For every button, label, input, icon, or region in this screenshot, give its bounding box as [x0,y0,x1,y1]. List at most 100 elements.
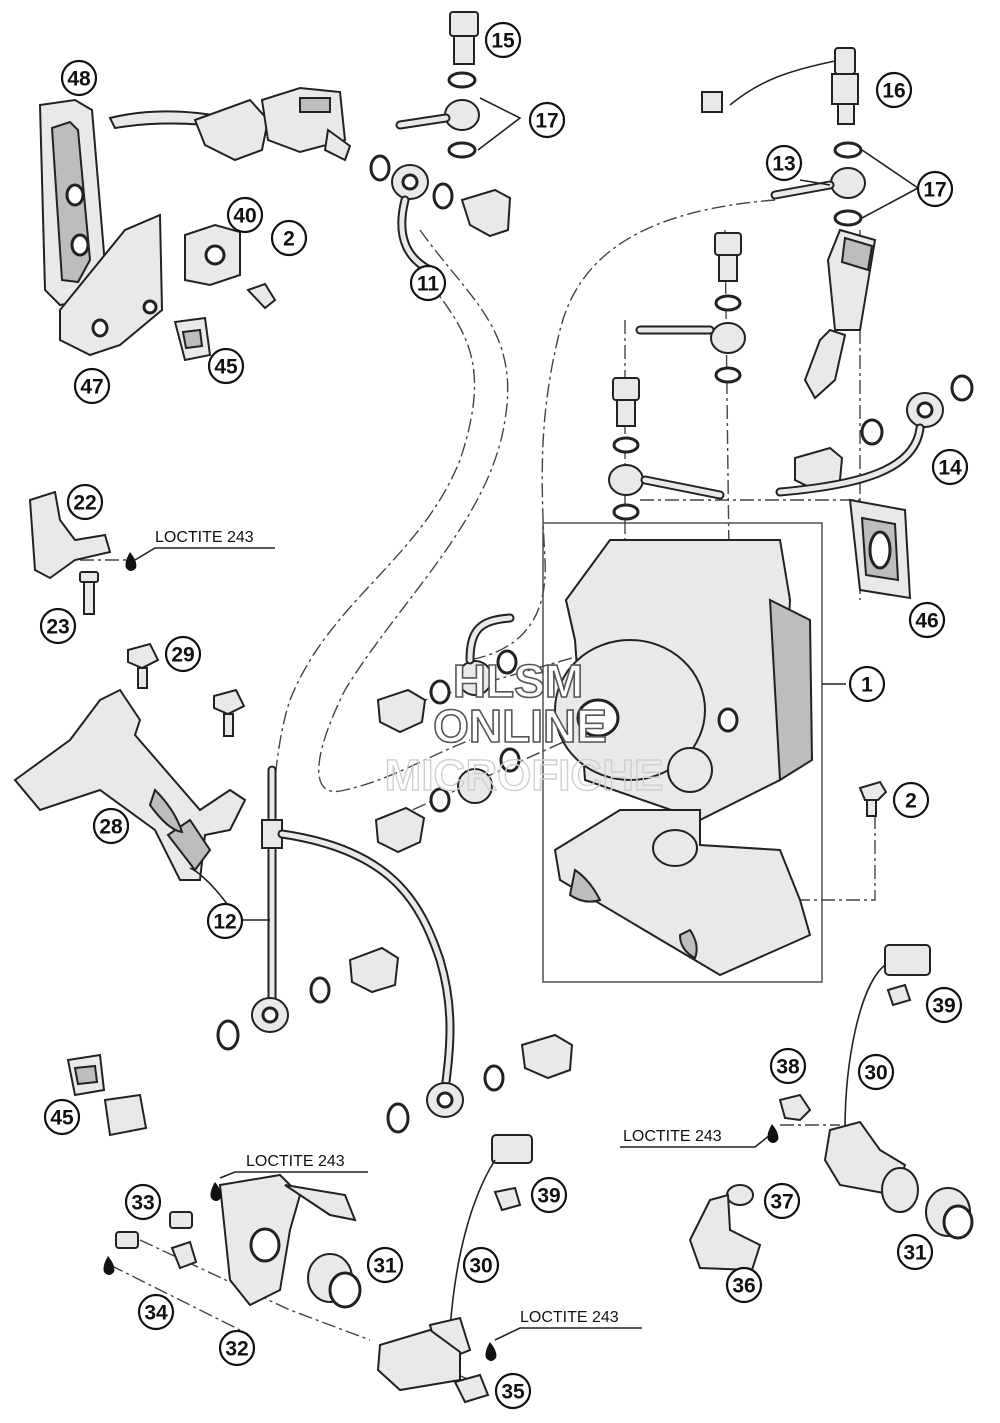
callout-39: 39 [925,986,963,1024]
bolt-38 [778,1093,812,1122]
callout-label: 16 [882,80,905,103]
callout-2: 2 [270,219,308,257]
callout-45: 45 [43,1098,81,1136]
callout-circle [896,1233,934,1271]
callout-label: 30 [864,1062,887,1085]
callout-17: 17 [916,170,954,208]
callout-16: 16 [875,71,913,109]
callout-circle [462,1246,500,1284]
callout-label: 30 [469,1255,492,1278]
front-sensor-bracket [376,1328,461,1392]
callout-circle [226,196,264,234]
callout-circle [137,1293,175,1331]
callout-circle [124,1183,162,1221]
loctite-label: LOCTITE 243 [623,1128,722,1145]
callout-45: 45 [207,347,245,385]
callout-circle [530,1176,568,1214]
callout-circle [765,144,803,182]
cable-holder-28 [13,688,247,881]
bracket-22 [28,490,112,580]
callout-label: 39 [537,1185,560,1208]
cable-clip-45-lower [66,1053,148,1137]
callout-label: 2 [283,228,295,251]
callout-33: 33 [124,1183,162,1221]
callout-label: 38 [776,1056,800,1079]
callout-23: 23 [39,607,77,645]
callout-label: 15 [491,30,515,53]
callout-circle [908,601,946,639]
callout-32: 32 [218,1329,256,1367]
callout-34: 34 [137,1293,175,1331]
abs-banjo-bolts-left [374,613,521,854]
callout-circle [528,101,566,139]
callout-38: 38 [769,1047,807,1085]
loctite-label: LOCTITE 243 [246,1153,345,1170]
callout-35: 35 [494,1372,532,1410]
callout-label: 14 [938,457,962,480]
callout-label: 29 [171,644,194,667]
callout-circle [916,170,954,208]
callout-circle [270,219,308,257]
callout-label: 45 [214,356,238,379]
callout-label: 31 [903,1242,927,1265]
callout-circle [73,367,111,405]
pressure-switch-16 [701,47,866,227]
watermark-line2: ONLINE [433,700,607,752]
watermark-line3: MICROFICHE [385,751,664,800]
callout-label: 47 [80,376,103,399]
callout-12: 12 [206,902,244,940]
callout-label: 12 [213,911,236,934]
callout-11: 11 [409,264,447,302]
callout-circle [892,781,930,819]
callout-36: 36 [725,1266,763,1304]
callout-label: 1 [861,674,873,697]
spacer-31-rear [925,1187,974,1240]
callout-circle [848,665,886,703]
callout-label: 34 [144,1302,168,1325]
abs-unit-1 [542,522,846,983]
callout-label: 13 [772,153,795,176]
callout-37: 37 [763,1182,801,1220]
sensor-holder-32 [218,1173,357,1307]
callout-30: 30 [462,1246,500,1284]
brake-line-12 [189,765,455,1095]
callout-label: 46 [915,610,938,633]
callout-circle [725,1266,763,1304]
loctite-note-upper: LOCTITE 243 [125,529,275,571]
callout-label: 36 [732,1275,755,1298]
callout-30: 30 [857,1053,895,1091]
brake-hose-14 [775,374,974,497]
callout-label: 31 [373,1255,397,1278]
callout-circle [218,1329,256,1367]
heel-guard-48-bracket-47 [38,98,164,357]
callout-label: 28 [99,816,123,839]
cable-clip-39-rear [886,983,912,1007]
callout-label: 17 [535,110,558,133]
callout-circle [875,71,913,109]
callout-circle [66,483,104,521]
callout-circle [92,807,130,845]
callout-label: 22 [73,492,96,515]
callout-circle [60,59,98,97]
callout-46: 46 [908,601,946,639]
rubber-cover-46 [848,498,912,600]
callout-circle [857,1053,895,1091]
cable-clip-39-lower [493,1186,522,1212]
screw-2-upper [246,282,277,310]
watermark-line1: HLSM [453,655,583,707]
callout-label: 37 [770,1191,793,1214]
callout-17: 17 [528,101,566,139]
callout-circle [484,21,522,59]
bolts-29 [127,642,246,737]
callout-label: 45 [50,1107,74,1130]
callout-48: 48 [60,59,98,97]
bolt-23 [79,571,99,615]
callout-47: 47 [73,367,111,405]
loctite-note-front-left: LOCTITE 243 [103,1153,368,1275]
callout-label: 39 [932,995,955,1018]
clamp-40 [184,223,241,287]
callout-label: 11 [417,273,440,296]
callout-label: 40 [233,205,256,228]
callout-circle [409,264,447,302]
callout-31: 31 [366,1246,404,1284]
